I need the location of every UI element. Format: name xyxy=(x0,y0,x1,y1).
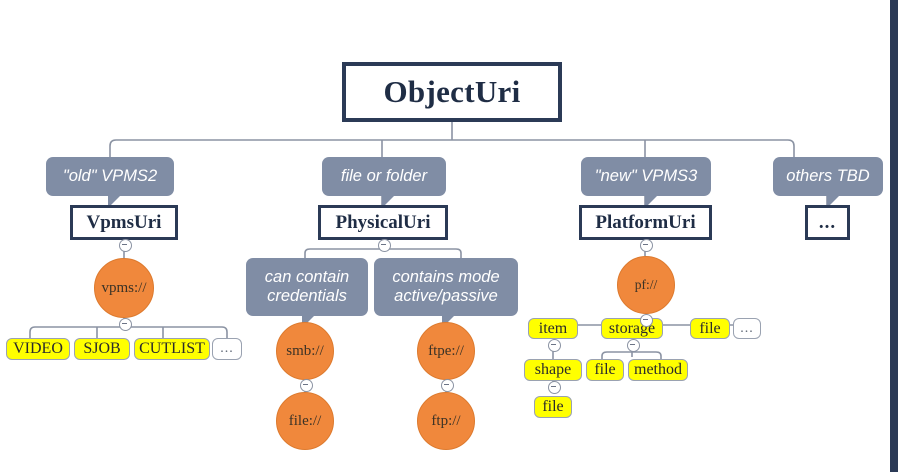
class-box-physicaluri[interactable]: PhysicalUri xyxy=(318,205,448,240)
callout-text-line1: can contain xyxy=(264,267,350,286)
scheme-label: pf:// xyxy=(634,277,658,292)
callout-text-line2: credentials xyxy=(267,287,347,305)
slide-edge-border xyxy=(890,0,898,472)
class-box-objecturi[interactable]: ObjectUri xyxy=(342,62,562,122)
leaf-label: VIDEO xyxy=(13,340,63,357)
callout-tail xyxy=(827,195,840,208)
leaf-label: method xyxy=(634,361,682,378)
leaf-pf-placeholder[interactable]: ... xyxy=(733,318,761,339)
leaf-label: file xyxy=(542,398,564,415)
leaf-label: SJOB xyxy=(83,340,121,357)
callout-new-vpms3[interactable]: "new" VPMS3 xyxy=(581,157,711,208)
leaf-vpms-placeholder[interactable]: ... xyxy=(212,338,242,360)
callout-tail xyxy=(645,195,658,208)
class-label: ObjectUri xyxy=(383,74,521,109)
collapse-toggle-pf[interactable] xyxy=(640,314,653,327)
scheme-label: file:// xyxy=(288,412,322,429)
leaf-label: CUTLIST xyxy=(139,340,205,357)
leaf-cutlist[interactable]: CUTLIST xyxy=(134,338,210,360)
scheme-circle-ftpe[interactable]: ftpe:// xyxy=(417,322,475,380)
leaf-label: ... xyxy=(740,320,754,336)
collapse-toggle-vpmsuri[interactable] xyxy=(119,239,132,252)
class-box-others-placeholder[interactable]: ... xyxy=(805,205,850,240)
callout-can-contain-credentials[interactable]: can contain credentials xyxy=(246,258,368,328)
callout-tail xyxy=(382,195,395,208)
leaf-sjob[interactable]: SJOB xyxy=(74,338,130,360)
callout-tail xyxy=(108,195,121,208)
leaf-storage[interactable]: storage xyxy=(601,318,663,339)
scheme-circle-ftp[interactable]: ftp:// xyxy=(417,392,475,450)
collapse-toggle-platformuri[interactable] xyxy=(640,239,653,252)
leaf-label: ... xyxy=(220,341,234,356)
collapse-toggle-physicaluri[interactable] xyxy=(378,239,391,252)
collapse-toggle-smb[interactable] xyxy=(300,379,313,392)
leaf-shape[interactable]: shape xyxy=(524,359,582,381)
leaf-label: shape xyxy=(534,361,572,378)
callout-text-line2: active/passive xyxy=(394,287,498,305)
callout-others-tbd[interactable]: others TBD xyxy=(773,157,883,208)
callout-contains-mode[interactable]: contains mode active/passive xyxy=(374,258,518,328)
class-label: ... xyxy=(818,211,837,233)
scheme-label: ftpe:// xyxy=(428,342,464,359)
callout-file-or-folder[interactable]: file or folder xyxy=(322,157,446,208)
callout-text: file or folder xyxy=(340,166,428,185)
leaf-label: file xyxy=(699,319,721,337)
class-box-vpmsuri[interactable]: VpmsUri xyxy=(70,205,178,240)
callout-old-vpms2[interactable]: "old" VPMS2 xyxy=(46,157,174,208)
collapse-toggle-shape[interactable] xyxy=(548,381,561,394)
callout-text: "new" VPMS3 xyxy=(594,166,698,185)
collapse-toggle-item[interactable] xyxy=(548,339,561,352)
callout-text: others TBD xyxy=(786,166,870,185)
scheme-circle-smb[interactable]: smb:// xyxy=(276,322,334,380)
scheme-circle-file[interactable]: file:// xyxy=(276,392,334,450)
callout-text: "old" VPMS2 xyxy=(62,166,158,185)
leaf-label: file xyxy=(594,361,616,378)
class-box-platformuri[interactable]: PlatformUri xyxy=(579,205,712,240)
class-label: VpmsUri xyxy=(86,211,162,233)
collapse-toggle-vpms[interactable] xyxy=(119,318,132,331)
scheme-label: ftp:// xyxy=(431,412,461,429)
scheme-circle-pf[interactable]: pf:// xyxy=(617,256,675,314)
leaf-file-shape[interactable]: file xyxy=(534,396,572,418)
collapse-toggle-ftpe[interactable] xyxy=(441,379,454,392)
class-label: PhysicalUri xyxy=(335,211,431,233)
leaf-method[interactable]: method xyxy=(628,359,688,381)
leaf-file-pf[interactable]: file xyxy=(690,318,730,339)
callout-text-line1: contains mode xyxy=(392,267,500,286)
collapse-toggle-storage[interactable] xyxy=(627,339,640,352)
leaf-video[interactable]: VIDEO xyxy=(6,338,70,360)
class-label: PlatformUri xyxy=(595,211,696,233)
leaf-item[interactable]: item xyxy=(528,318,578,339)
scheme-label: smb:// xyxy=(286,342,324,359)
scheme-circle-vpms[interactable]: vpms:// xyxy=(94,258,154,318)
scheme-label: vpms:// xyxy=(101,279,147,296)
leaf-file-storage[interactable]: file xyxy=(586,359,624,381)
leaf-label: item xyxy=(538,319,568,337)
